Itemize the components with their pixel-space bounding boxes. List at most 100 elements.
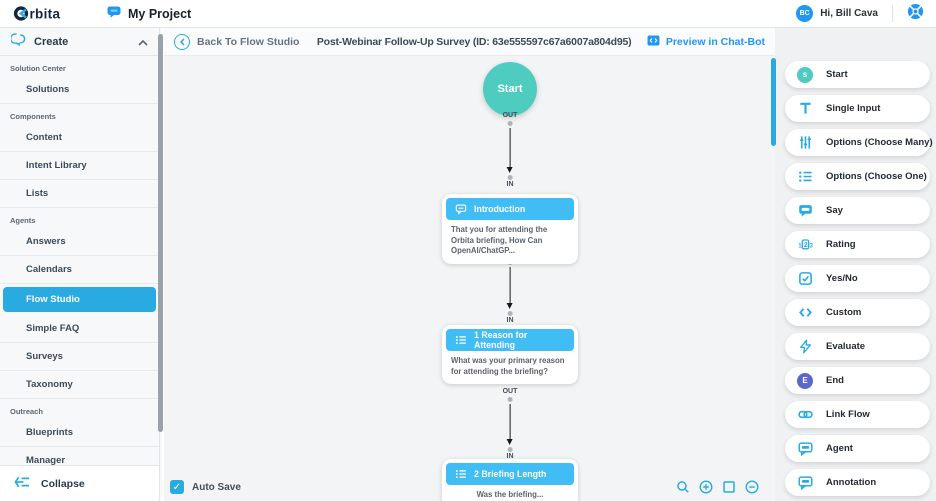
text-input-icon [797, 101, 813, 117]
sidebar-item-solutions[interactable]: Solutions [0, 76, 159, 104]
flow-canvas[interactable]: Back To Flow Studio Post-Webinar Follow-… [164, 28, 775, 501]
sidebar-item-lists[interactable]: Lists [0, 180, 159, 208]
canvas-zoom-controls [676, 480, 759, 494]
connector-arrow [506, 404, 512, 445]
palette-item-say[interactable]: Say [785, 197, 930, 224]
svg-text:3: 3 [809, 243, 813, 250]
speech-bubble-icon [455, 203, 467, 215]
chat-bubbles-icon [10, 32, 26, 51]
preview-label: Preview in Chat-Bot [665, 35, 765, 48]
list-icon [455, 334, 467, 346]
in-port-label: IN [506, 453, 514, 460]
autosave-label: Auto Save [192, 481, 241, 493]
sidebar-group-label-outreach: Outreach [10, 407, 43, 416]
help-ring-icon[interactable] [907, 3, 924, 25]
sliders-icon [797, 135, 813, 151]
in-port-dot[interactable] [507, 175, 513, 180]
collapse-button[interactable]: Collapse [0, 465, 159, 501]
chevron-up-icon[interactable] [138, 33, 148, 51]
sidebar-group-label-solution-center: Solution Center [10, 64, 66, 73]
sidebar-item-simple-faq[interactable]: Simple FAQ [0, 315, 159, 343]
palette-item-label: Yes/No [826, 273, 858, 284]
connector-arrow [506, 267, 512, 309]
annotation-bubble-icon [797, 475, 813, 491]
flow-node-header: 2 Briefing Length [446, 463, 574, 485]
fit-view-icon[interactable] [722, 480, 736, 494]
lightning-icon [797, 339, 813, 355]
sidebar-create-header[interactable]: Create [0, 28, 159, 56]
flow-node-title: 2 Briefing Length [474, 469, 547, 479]
palette-item-label: Agent [826, 443, 853, 454]
sidebar-item-surveys[interactable]: Surveys [0, 343, 159, 371]
zoom-out-icon[interactable] [745, 480, 759, 494]
palette-item-options-choose-one[interactable]: Options (Choose One) [785, 163, 930, 190]
flow-connector-3: OUT IN [503, 388, 518, 460]
preview-in-chatbot-button[interactable]: Preview in Chat-Bot [647, 34, 765, 49]
flow-node-title: Introduction [474, 204, 526, 214]
magnifier-icon[interactable] [676, 480, 690, 494]
autosave-checkbox[interactable]: ✓ [170, 480, 184, 494]
palette-item-options-choose-many[interactable]: Options (Choose Many) [785, 129, 933, 156]
chain-link-icon [797, 407, 813, 423]
palette-item-label: Evaluate [826, 341, 866, 352]
flow-node-start[interactable]: Start [483, 62, 537, 116]
flow-node-header: Introduction [446, 198, 574, 220]
topbar-divider [892, 5, 893, 22]
palette-item-annotation[interactable]: Annotation [785, 469, 930, 496]
palette-item-label: Link Flow [826, 409, 870, 420]
sidebar-item-intent-library[interactable]: Intent Library [0, 152, 159, 180]
palette-item-link-flow[interactable]: Link Flow [785, 401, 930, 428]
sidebar-item-taxonomy[interactable]: Taxonomy [0, 371, 159, 399]
out-port-dot[interactable] [507, 121, 513, 126]
survey-title: Post-Webinar Follow-Up Survey (ID: 63e55… [316, 35, 632, 48]
create-label: Create [34, 35, 69, 48]
flow-node-title: 1 Reason for Attending [474, 330, 528, 350]
sidebar-item-content[interactable]: Content [0, 124, 159, 152]
back-to-flow-studio-button[interactable]: Back To Flow Studio [174, 33, 300, 50]
sidebar-item-manager[interactable]: Manager [0, 447, 159, 465]
sidebar-item-blueprints[interactable]: Blueprints [0, 419, 159, 447]
checkbox-check-icon [797, 271, 813, 287]
avatar[interactable]: BC [796, 5, 814, 22]
palette-scrollbar[interactable] [771, 58, 776, 146]
code-brackets-icon [797, 305, 813, 321]
sidebar-item-answers[interactable]: Answers [0, 228, 159, 256]
flow-node-body-text: Was the briefing... [476, 490, 544, 499]
palette-item-single-input[interactable]: Single Input [785, 95, 930, 122]
sidebar-scrollbar[interactable] [158, 34, 163, 432]
in-port-dot[interactable] [507, 311, 513, 316]
svg-text:1: 1 [798, 243, 802, 250]
zoom-in-icon[interactable] [699, 480, 713, 494]
agent-bubble-icon [797, 441, 813, 457]
palette-item-evaluate[interactable]: Evaluate [785, 333, 930, 360]
canvas-header: Back To Flow Studio Post-Webinar Follow-… [164, 28, 775, 56]
svg-text:rbita: rbita [30, 7, 61, 22]
sidebar-item-calendars[interactable]: Calendars [0, 256, 159, 284]
palette-item-custom[interactable]: Custom [785, 299, 930, 326]
out-port-label: OUT [502, 388, 518, 395]
sidebar-item-flow-studio[interactable]: Flow Studio [3, 287, 156, 312]
palette-item-label: Rating [826, 239, 856, 250]
back-label: Back To Flow Studio [197, 35, 300, 48]
project-switcher[interactable]: My Project [107, 5, 191, 23]
collapse-arrow-icon [14, 475, 31, 493]
palette-item-yes-no[interactable]: Yes/No [785, 265, 930, 292]
chevron-left-circle-icon [174, 33, 190, 50]
user-greeting[interactable]: Hi, Bill Cava [820, 8, 878, 19]
palette-item-label: End [826, 375, 844, 386]
out-port-label: OUT [502, 112, 518, 119]
out-port-dot[interactable] [507, 397, 513, 402]
in-port-dot[interactable] [507, 447, 513, 452]
palette-item-label: Options (Choose One) [826, 171, 927, 182]
palette-item-agent[interactable]: Agent [785, 435, 930, 462]
autosave-control: ✓ Auto Save [170, 480, 241, 494]
